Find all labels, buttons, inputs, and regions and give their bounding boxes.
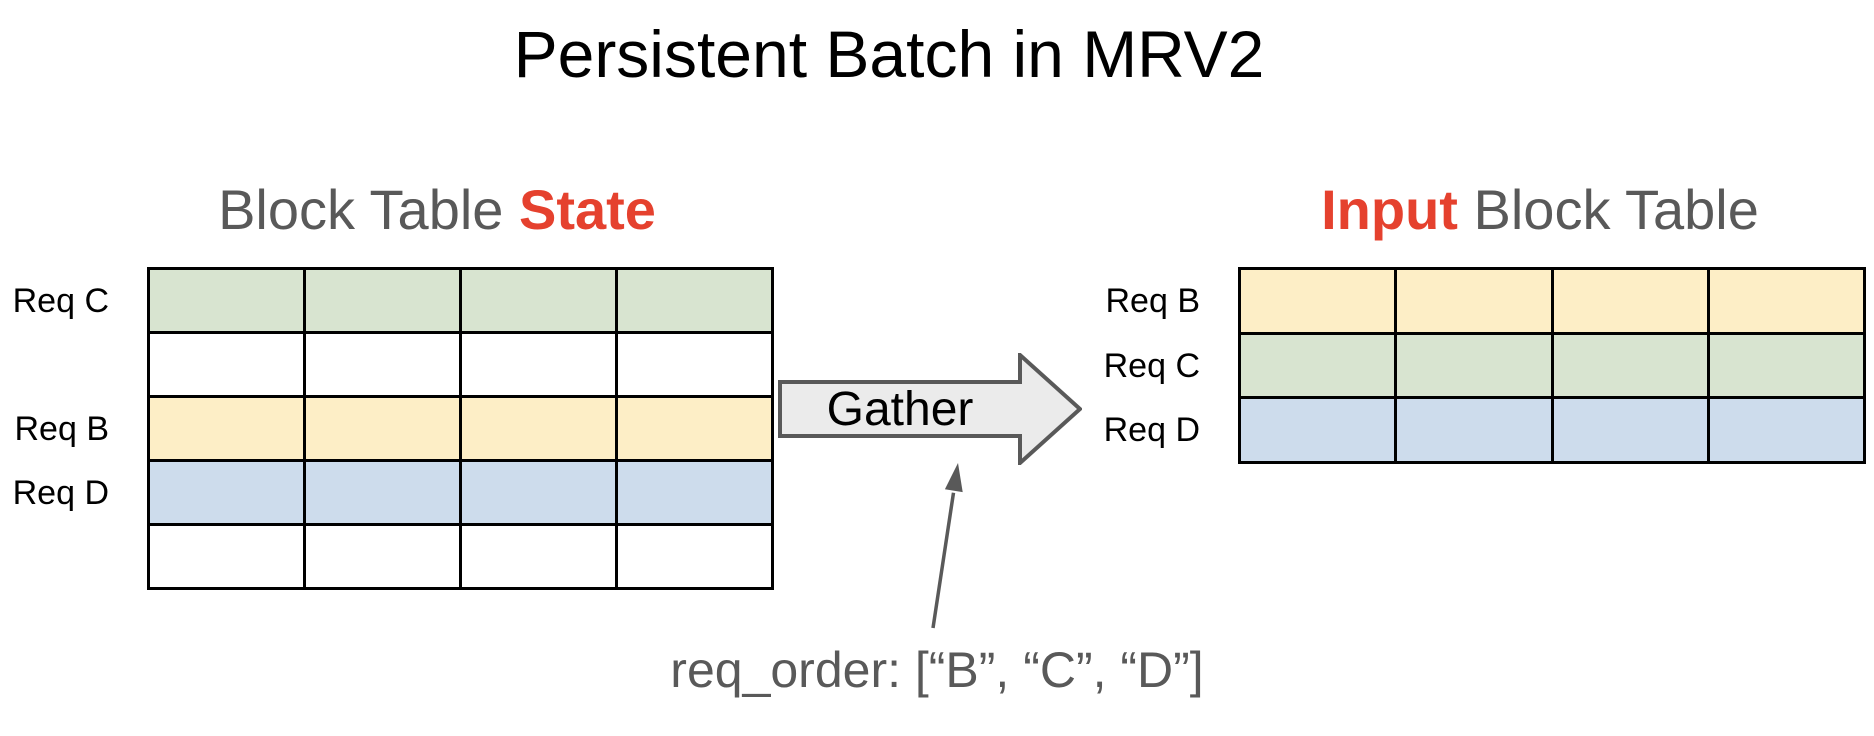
right-heading-highlight: Input — [1321, 178, 1458, 241]
block-cell — [1706, 399, 1863, 462]
block-cell — [1394, 270, 1551, 332]
table-row: Req C — [1104, 331, 1863, 397]
gather-arrow-icon — [778, 353, 1082, 465]
block-cell — [1706, 270, 1863, 332]
table-row: Req D — [1104, 396, 1863, 462]
block-cell — [1241, 334, 1395, 397]
block-cell — [150, 462, 303, 523]
block-cell — [150, 334, 303, 395]
table-row: Req B — [1106, 270, 1863, 332]
block-cell — [150, 270, 303, 331]
block-cell — [1550, 399, 1707, 462]
block-cell — [1241, 270, 1395, 332]
block-cell — [150, 526, 303, 587]
table-row: Req B — [15, 395, 771, 459]
block-cell — [303, 270, 459, 331]
row-label: Req D — [1103, 411, 1200, 450]
block-cell — [615, 270, 771, 331]
row-label: Req C — [12, 281, 109, 320]
slide-title: Persistent Batch in MRV2 — [513, 17, 1265, 91]
table-row — [150, 331, 771, 395]
block-cell — [459, 526, 615, 587]
block-cell — [1550, 270, 1707, 332]
left-heading-highlight: State — [518, 178, 656, 241]
block-cell — [1394, 334, 1551, 397]
block-cell — [1394, 399, 1551, 462]
block-cell — [615, 462, 771, 523]
block-cell — [459, 462, 615, 523]
block-cell — [1706, 334, 1863, 397]
block-cell — [150, 398, 303, 459]
block-cell — [303, 334, 459, 395]
block-cell — [303, 526, 459, 587]
block-cell — [459, 270, 615, 331]
row-label: Req B — [14, 409, 110, 448]
block-cell — [615, 334, 771, 395]
req-order-annotation: req_order: [“B”, “C”, “D”] — [670, 642, 1204, 698]
table-row: Req D — [13, 459, 771, 523]
block-cell — [459, 334, 615, 395]
row-label: Req D — [12, 473, 109, 512]
block-cell — [615, 526, 771, 587]
row-label: Req C — [1103, 346, 1200, 385]
block-cell — [459, 398, 615, 459]
left-table-heading: Block Table State — [0, 182, 874, 238]
gather-label: Gather — [826, 383, 974, 436]
table-row: Req C — [13, 270, 771, 331]
annotation-arrow-icon — [931, 463, 963, 629]
block-cell — [1550, 334, 1707, 397]
state-block-table: Req C Req B Req D — [13, 267, 774, 590]
right-heading-text: Block Table — [1457, 178, 1759, 241]
table-row — [150, 523, 771, 587]
row-label: Req B — [1105, 281, 1201, 320]
block-cell — [303, 398, 459, 459]
block-cell — [303, 462, 459, 523]
right-table-heading: Input Block Table — [1190, 182, 1874, 238]
input-block-table: Req B Req C Req D — [1104, 267, 1866, 464]
block-cell — [1241, 399, 1395, 462]
block-cell — [615, 398, 771, 459]
left-heading-text: Block Table — [218, 178, 519, 241]
